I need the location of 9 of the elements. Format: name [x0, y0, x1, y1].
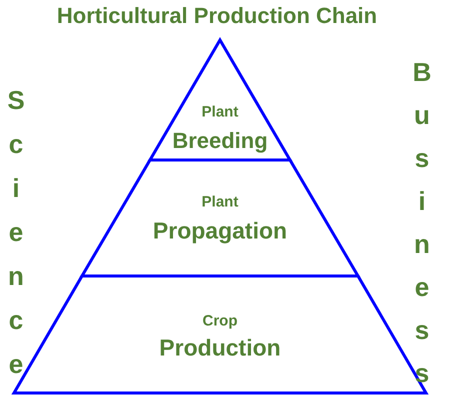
vertical-label: Science — [3, 85, 29, 393]
tier-title: Production — [159, 336, 281, 360]
diagram-title: Horticultural Production Chain — [56, 4, 378, 28]
tier-subtitle: Plant — [202, 104, 238, 120]
vertical-label: Business — [409, 57, 435, 400]
tier-subtitle: Plant — [202, 194, 238, 210]
tier-title: Propagation — [152, 220, 288, 242]
tier-subtitle: Crop — [202, 314, 238, 328]
tier-title: Breeding — [172, 130, 268, 152]
